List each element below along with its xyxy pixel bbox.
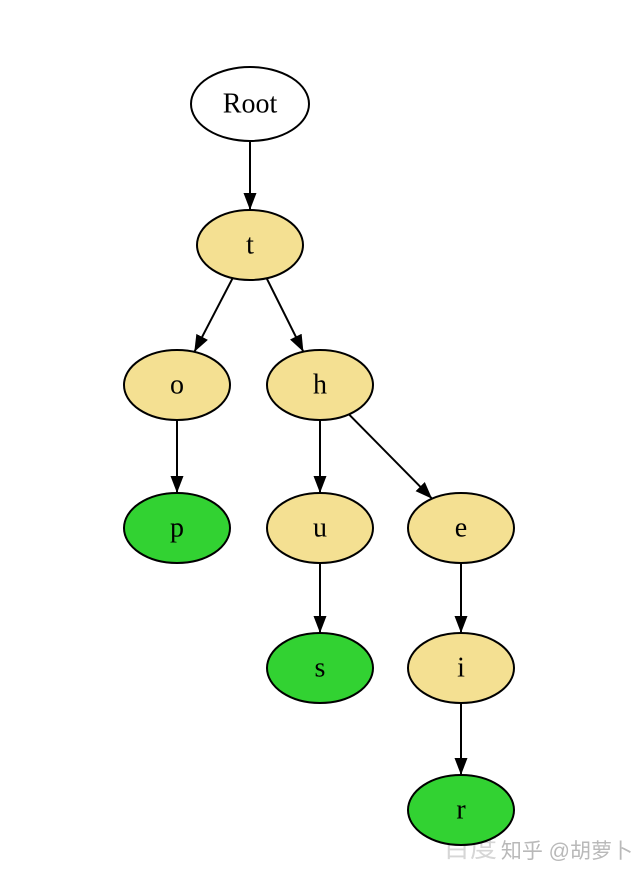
- node-ellipse-i: [407, 632, 515, 704]
- node-ellipse-s: [266, 632, 374, 704]
- node-r: r: [407, 774, 515, 846]
- node-ellipse-p: [123, 492, 231, 564]
- edges-layer: [170, 141, 468, 775]
- node-s: s: [266, 632, 374, 704]
- node-u: u: [266, 492, 374, 564]
- node-label-s: s: [315, 653, 326, 684]
- node-ellipse-h: [266, 349, 374, 421]
- node-label-u: u: [313, 513, 327, 544]
- node-p: p: [123, 492, 231, 564]
- node-label-h: h: [313, 370, 327, 401]
- node-label-p: p: [170, 513, 184, 544]
- node-label-root: Root: [223, 89, 278, 120]
- node-t: t: [196, 209, 304, 281]
- node-i: i: [407, 632, 515, 704]
- edge-h-e: [348, 413, 433, 500]
- node-ellipse-o: [123, 349, 231, 421]
- node-o: o: [123, 349, 231, 421]
- node-label-i: i: [457, 653, 465, 684]
- node-label-o: o: [170, 370, 184, 401]
- node-ellipse-e: [407, 492, 515, 564]
- watermark-author-text: 知乎 @胡萝卜: [501, 840, 633, 863]
- node-ellipse-r: [407, 774, 515, 846]
- node-h: h: [266, 349, 374, 421]
- node-root: Root: [190, 66, 310, 142]
- node-ellipse-root: [190, 66, 310, 142]
- node-label-r: r: [456, 795, 466, 826]
- edge-t-h: [265, 277, 305, 353]
- nodes-layer: Root t o h p u e s i r: [123, 66, 515, 846]
- node-ellipse-t: [196, 209, 304, 281]
- node-label-t: t: [246, 230, 254, 261]
- node-e: e: [407, 492, 515, 564]
- edge-t-o: [193, 277, 234, 353]
- node-label-e: e: [455, 513, 467, 544]
- node-ellipse-u: [266, 492, 374, 564]
